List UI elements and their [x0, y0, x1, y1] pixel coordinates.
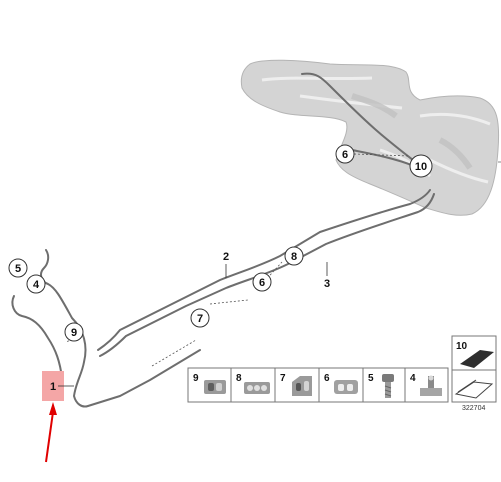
- callout-4[interactable]: 4: [26, 274, 46, 294]
- svg-text:8: 8: [291, 251, 297, 263]
- svg-text:5: 5: [368, 373, 374, 384]
- svg-text:6: 6: [324, 373, 330, 384]
- red-arrow-icon: [45, 402, 57, 463]
- key-item-5[interactable]: 5: [368, 373, 394, 398]
- svg-text:7: 7: [280, 373, 286, 384]
- clip-7-icon: [292, 376, 312, 396]
- svg-text:8: 8: [236, 373, 242, 384]
- part-1-highlight: [42, 371, 64, 401]
- svg-text:6: 6: [342, 149, 348, 161]
- callout-9[interactable]: 9: [64, 322, 84, 342]
- callout-7[interactable]: 7: [190, 308, 210, 328]
- fuel-tank: [240, 59, 501, 216]
- clip-8-icon: [244, 382, 270, 394]
- clip-9-icon: [204, 380, 226, 394]
- screw-5-icon: [382, 374, 394, 398]
- key-item-4[interactable]: 4: [410, 373, 442, 396]
- label-1: 1: [50, 381, 56, 393]
- svg-text:4: 4: [410, 373, 416, 384]
- parts-key: 9 8 7: [187, 367, 449, 403]
- svg-text:10: 10: [456, 341, 468, 352]
- fuel-lines: [11, 72, 435, 408]
- part-10-box[interactable]: 10: [451, 335, 497, 371]
- callout-6-lower[interactable]: 6: [252, 272, 272, 292]
- label-3: 3: [324, 278, 330, 290]
- key-item-6[interactable]: 6: [324, 373, 358, 394]
- callout-5[interactable]: 5: [8, 258, 28, 278]
- svg-text:10: 10: [415, 161, 427, 173]
- callout-8[interactable]: 8: [284, 246, 304, 266]
- label-2: 2: [223, 251, 229, 263]
- key-item-8[interactable]: 8: [236, 373, 270, 394]
- fuel-line-1: [40, 249, 201, 408]
- fuel-line-2: [97, 189, 431, 351]
- svg-text:6: 6: [259, 277, 265, 289]
- callout-6-upper[interactable]: 6: [335, 144, 355, 164]
- clip-6-icon: [334, 380, 358, 394]
- svg-text:4: 4: [33, 279, 40, 291]
- diagram-code: 322704: [462, 405, 485, 412]
- clip-4-icon: [420, 375, 442, 396]
- misc-part-box: [451, 369, 497, 403]
- svg-text:7: 7: [197, 313, 203, 325]
- pad-10-icon: [460, 350, 494, 368]
- svg-text:5: 5: [15, 263, 21, 275]
- key-item-9[interactable]: 9: [193, 373, 226, 394]
- svg-text:9: 9: [71, 327, 77, 339]
- callout-10[interactable]: 10: [409, 154, 433, 178]
- key-item-7[interactable]: 7: [280, 373, 312, 396]
- fuel-line-3: [99, 193, 435, 357]
- svg-text:9: 9: [193, 373, 199, 384]
